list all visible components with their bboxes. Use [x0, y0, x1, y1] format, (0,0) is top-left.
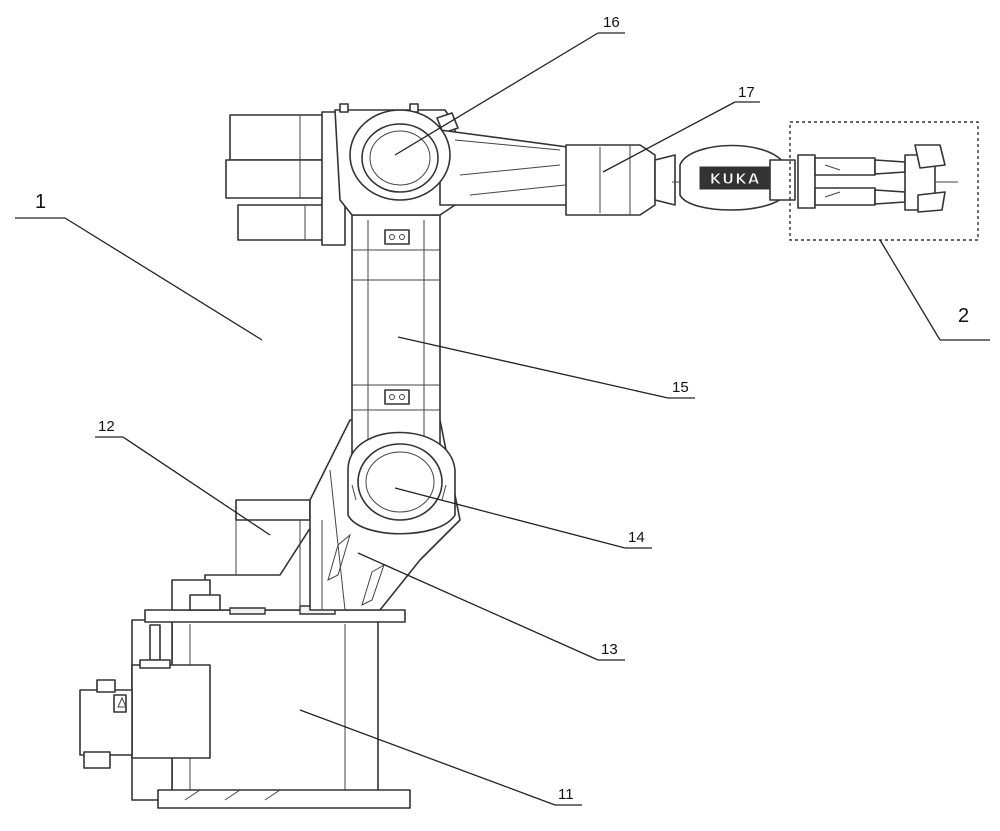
label-12: 12 — [98, 418, 115, 435]
label-16: 16 — [603, 14, 620, 31]
rear-motors — [225, 111, 346, 246]
lower-joint — [347, 431, 456, 535]
label-14: 14 — [628, 529, 645, 546]
label-11: 11 — [558, 786, 574, 803]
base — [79, 609, 411, 809]
label-13: 13 — [601, 641, 618, 658]
base-side-motor — [79, 624, 211, 769]
end-effector — [789, 121, 979, 241]
lower-arm — [351, 214, 441, 461]
label-1: 1 — [35, 191, 46, 213]
brand-logo-text: KUKA — [710, 170, 761, 188]
label-17: 17 — [738, 84, 755, 101]
label-2: 2 — [958, 305, 969, 327]
upper-arm: KUKA — [439, 129, 796, 216]
callouts: 1 2 16 17 15 14 12 13 11 — [15, 14, 990, 806]
label-15: 15 — [672, 379, 689, 396]
upper-joint — [349, 109, 451, 201]
